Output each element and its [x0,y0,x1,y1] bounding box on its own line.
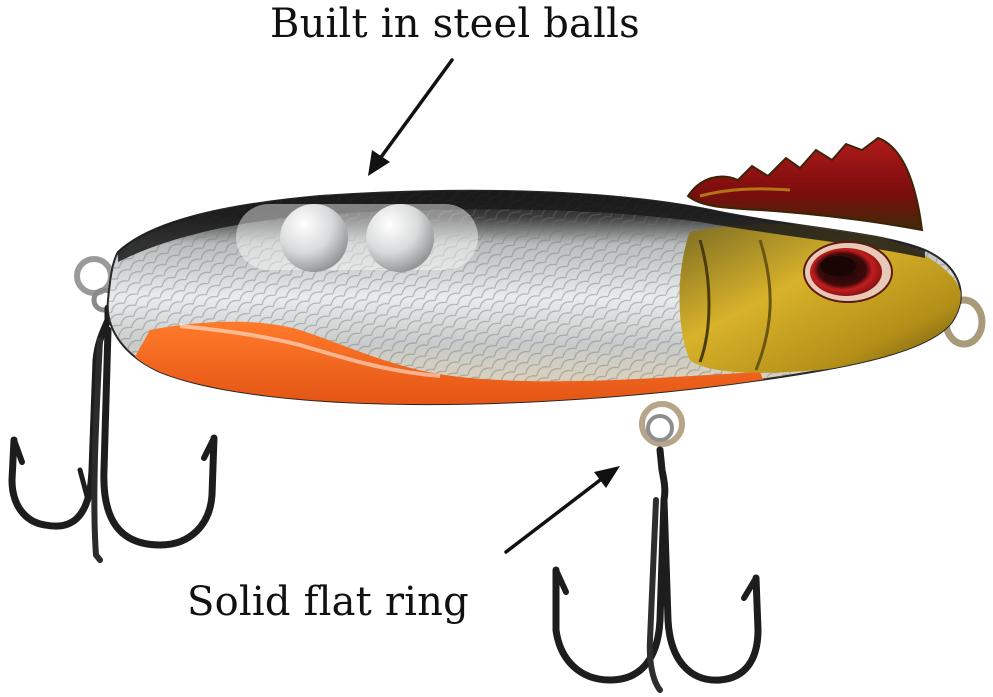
lure-eye [803,241,893,303]
arrow-down-left-icon [368,58,454,176]
steel-ball [366,204,434,272]
belly-treble-hook [552,401,762,693]
steel-ball [280,204,348,272]
crest [686,136,924,232]
steel-balls-window [236,204,478,272]
arrow-up-right-icon [504,466,620,554]
flat-ring-label: Solid flat ring [187,579,469,625]
rear-treble-hook [8,256,218,563]
steel-balls-label: Built in steel balls [270,1,640,47]
